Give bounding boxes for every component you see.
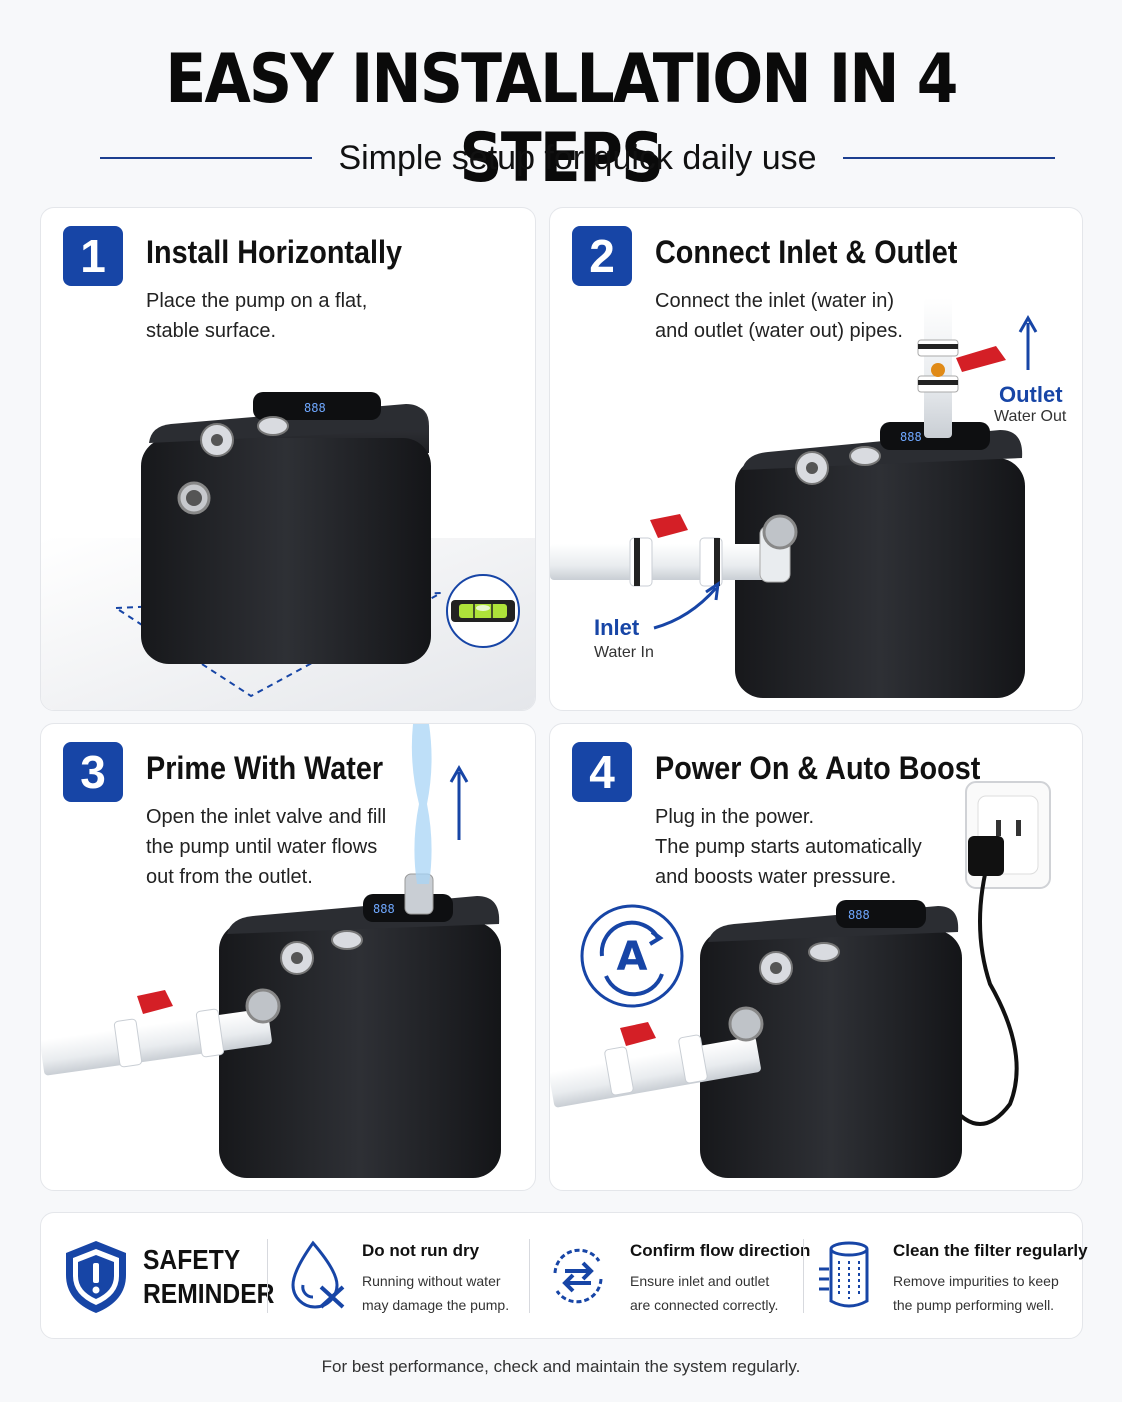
step-number: 1 (63, 226, 123, 286)
inlet-pipe (41, 988, 281, 1076)
spirit-level-icon (446, 574, 520, 648)
outlet-arrow-icon (1018, 314, 1038, 370)
auto-badge-letter: A (617, 934, 648, 980)
safety-title: SAFETY REMINDER (143, 1244, 275, 1309)
step-card-1: 888 1 Install Horizontally Place the pum… (40, 207, 536, 711)
step2-illustration: 888 (550, 298, 1038, 698)
step-description: Open the inlet valve and fill the pump u… (146, 806, 387, 888)
tip-title: Clean the filter regularly (893, 1241, 1088, 1260)
step-title: Install Horizontally (146, 234, 403, 270)
step1-illustration: 888 (41, 392, 535, 710)
step-number: 4 (572, 742, 632, 802)
step3-illustration: 888 (41, 724, 501, 1178)
step-description: Connect the inlet (water in) and outlet … (655, 290, 903, 342)
subtitle-line-left (100, 157, 313, 159)
tip-description: Remove impurities to keep the pump perfo… (893, 1273, 1059, 1313)
page-title: EASY INSTALLATION IN 4 STEPS (165, 40, 958, 198)
svg-text:888: 888 (900, 430, 922, 444)
outlet-pipe (917, 298, 1006, 438)
step-description: Plug in the power. The pump starts autom… (655, 806, 922, 888)
inlet-pipe (550, 514, 798, 587)
inlet-valve-handle (650, 514, 688, 538)
svg-text:888: 888 (848, 908, 870, 922)
divider (529, 1239, 530, 1313)
inlet-pipe (550, 1006, 764, 1108)
flow-direction-icon (553, 1248, 603, 1304)
page-subtitle: Simple setup for quick daily use (338, 138, 817, 177)
tip-title: Confirm flow direction (630, 1241, 811, 1260)
subtitle-line-right (842, 157, 1055, 159)
inlet-valve-handle (137, 990, 173, 1014)
footer-note: For best performance, check and maintain… (321, 1357, 801, 1376)
shield-warning-icon (66, 1241, 126, 1313)
outlet-sublabel: Water Out (994, 408, 1067, 425)
inlet-valve-handle (620, 1022, 656, 1046)
safety-reminder-panel: SAFETY REMINDER Do not run dry Running w… (40, 1212, 1088, 1339)
power-cord (948, 853, 1019, 1126)
svg-text:888: 888 (373, 902, 395, 916)
step-title: Prime With Water (146, 750, 384, 786)
pump-image: 888 (735, 422, 1025, 698)
tip-title: Do not run dry (362, 1241, 480, 1260)
svg-text:888: 888 (304, 401, 326, 415)
step-number: 2 (572, 226, 632, 286)
pump-image: 888 (219, 873, 501, 1178)
step4-illustration: 888 A (550, 781, 1051, 1178)
step-card-4: 888 A 4 Power On & Auto Boost Plug in th… (549, 723, 1083, 1191)
tip-description: Ensure inlet and outlet are connected co… (630, 1273, 779, 1313)
pump-image: 888 (700, 900, 962, 1178)
divider (267, 1239, 268, 1313)
power-plug (968, 836, 1004, 876)
water-stream (411, 724, 432, 884)
inlet-label: Inlet (594, 615, 640, 640)
outlet-label: Outlet (999, 382, 1063, 407)
auto-mode-icon (580, 904, 684, 1008)
step-title: Power On & Auto Boost (655, 750, 981, 786)
tip-description: Running without water may damage the pum… (362, 1273, 510, 1313)
inlet-arrow-icon (653, 580, 720, 630)
water-drop-x-icon (291, 1240, 345, 1309)
pump-image: 888 (141, 392, 431, 664)
step-card-3: 888 3 Prime With Water Open the inlet va… (40, 723, 536, 1191)
filter-icon (819, 1241, 869, 1308)
step-number: 3 (63, 742, 123, 802)
inlet-sublabel: Water In (594, 644, 654, 661)
subtitle-row: Simple setup for quick daily use (100, 136, 1055, 180)
step-title: Connect Inlet & Outlet (655, 234, 958, 270)
step-card-2: 888 (549, 207, 1083, 711)
divider (803, 1239, 804, 1313)
upward-arrow-icon (449, 764, 469, 840)
outlet-valve-handle (956, 346, 1006, 372)
step-description: Place the pump on a flat, stable surface… (146, 290, 368, 342)
